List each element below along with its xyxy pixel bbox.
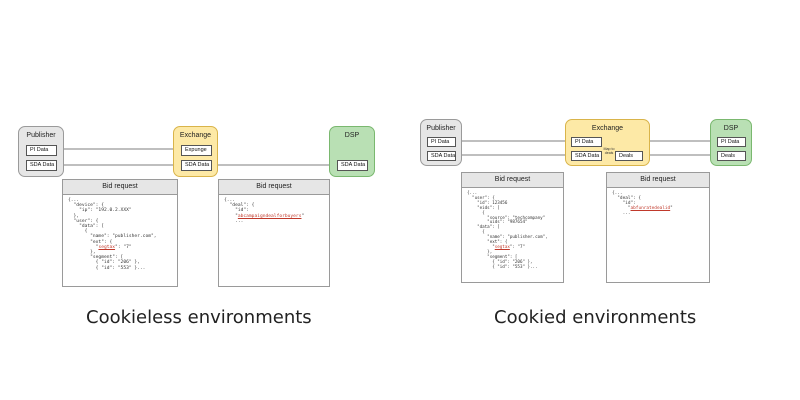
bid-request-code: {... "device": { "ip": "192.0.2.XXX" }, … <box>63 195 177 271</box>
code-highlight: abfunratedealid <box>630 206 671 211</box>
code-lines-2: }, "segment": [ { "id": "206" }, { "id":… <box>90 250 146 271</box>
code-hl-post: ": "7" <box>115 244 132 250</box>
caption-cookied: Cookied environments <box>494 307 697 328</box>
pi-data-box: PI Data <box>26 145 57 156</box>
sda-data-box: SDA Data <box>26 160 57 171</box>
caption-cookieless: Cookieless environments <box>86 307 312 328</box>
code-hl-post: " <box>670 206 673 211</box>
dsp-title: DSP <box>723 125 739 132</box>
code-hl-pre: " <box>224 213 238 219</box>
code-hl-pre: " <box>612 206 631 211</box>
code-lines-2: }, "segment": [ { "id": "206" }, { "id":… <box>487 248 538 269</box>
exchange-box: Exchange Expunge SDA Data <box>173 126 218 177</box>
bid-request-title: Bid request <box>607 173 709 188</box>
sda-data-box: SDA Data <box>427 151 456 161</box>
bid-request-panel-exchange: Bid request {... "deal": { "id": "abcamp… <box>218 179 330 287</box>
code-highlight: abcampaigndealforbuyers <box>237 213 302 219</box>
exchange-sda-data-box: SDA Data <box>181 160 212 171</box>
bid-request-title: Bid request <box>219 180 329 195</box>
code-lines-2: ... <box>622 211 631 216</box>
exchange-title: Exchange <box>591 125 624 132</box>
code-lines: {... "deal": { "id": <box>612 191 642 206</box>
bid-request-panel-publisher-right: Bid request {... "user": { "id": 123456 … <box>461 172 564 283</box>
publisher-title: Publisher <box>426 125 456 132</box>
bid-request-code: {... "deal": { "id": "abcampaigndealforb… <box>219 195 329 224</box>
publisher-box-right: Publisher PI Data SDA Data <box>420 119 462 166</box>
code-hl-pre: " <box>68 244 99 250</box>
dsp-title: DSP <box>344 132 360 139</box>
bid-request-title: Bid request <box>63 180 177 195</box>
dsp-pi-data-box: PI Data <box>717 137 746 147</box>
exchange-sda-data-box: SDA Data <box>571 151 602 161</box>
bid-request-panel-publisher: Bid request {... "device": { "ip": "192.… <box>62 179 178 287</box>
dsp-deals-box: Deals <box>717 151 746 161</box>
publisher-box: Publisher PI Data SDA Data <box>18 126 64 177</box>
dsp-box-right: DSP PI Data Deals <box>710 119 752 166</box>
expunge-box: Expunge <box>181 145 212 156</box>
code-hl-post: " <box>301 213 305 219</box>
code-hl-pre: " <box>467 243 495 249</box>
bid-request-code: {... "user": { "id": 123456 "eids": [ { … <box>462 188 563 270</box>
exchange-title: Exchange <box>179 132 212 139</box>
exchange-pi-data-box: PI Data <box>571 137 602 147</box>
pi-data-box: PI Data <box>427 137 456 147</box>
bid-request-title: Bid request <box>462 173 563 188</box>
publisher-title: Publisher <box>26 132 56 139</box>
dsp-box: DSP SDA Data <box>329 126 375 177</box>
code-lines: {... "deal": { "id": <box>224 198 255 214</box>
bid-request-panel-exchange-right: Bid request {... "deal": { "id": "abfunr… <box>606 172 710 283</box>
exchange-box-right: Exchange PI Data SDA Data Map to deals D… <box>565 119 650 166</box>
code-lines: {... "device": { "ip": "192.0.2.XXX" }, … <box>68 198 157 245</box>
dsp-sda-data-box: SDA Data <box>337 160 368 171</box>
bid-request-code: {... "deal": { "id": "abfunratedealid" .… <box>607 188 709 216</box>
code-lines-2: ... <box>235 218 244 224</box>
map-to-deals-label: Map to deals <box>603 147 615 155</box>
code-highlight: segtax <box>494 243 510 249</box>
code-highlight: segtax <box>98 244 116 250</box>
code-lines: {... "user": { "id": 123456 "eids": [ { … <box>467 190 548 245</box>
code-hl-post: ": "7" <box>509 243 526 249</box>
exchange-deals-box: Deals <box>615 151 643 161</box>
